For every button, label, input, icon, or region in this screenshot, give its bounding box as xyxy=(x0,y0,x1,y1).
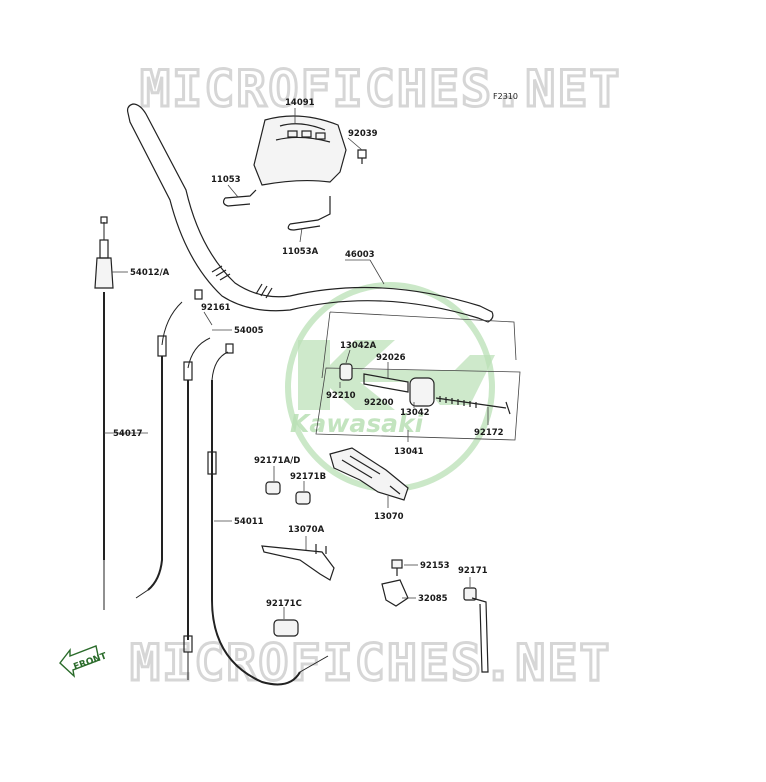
front-arrow-icon: FRONT xyxy=(59,645,109,678)
label-13070: 13070 xyxy=(374,512,404,522)
label-92161: 92161 xyxy=(201,303,231,313)
bracket-11053 xyxy=(222,189,257,207)
label-14091: 14091 xyxy=(285,98,315,108)
label-92026: 92026 xyxy=(376,353,406,363)
bracket-13070a xyxy=(261,544,335,581)
label-92210: 92210 xyxy=(326,391,356,401)
label-13070a: 13070A xyxy=(288,525,325,535)
label-11053a: 11053A xyxy=(282,247,319,257)
label-92171b: 92171B xyxy=(290,472,326,482)
figure-code: F2310 xyxy=(493,92,518,101)
label-92039: 92039 xyxy=(348,129,378,139)
label-32085: 32085 xyxy=(418,594,448,604)
label-13041: 13041 xyxy=(394,447,424,457)
clamp-92171ad xyxy=(265,481,281,495)
handlebar-cover xyxy=(253,115,347,186)
label-92171: 92171 xyxy=(458,566,488,576)
logo-brand: Kawasaki xyxy=(290,409,424,438)
label-11053: 11053 xyxy=(211,175,241,185)
handlebar-46003 xyxy=(126,103,494,323)
sleeve-13042a xyxy=(339,363,353,381)
bolt-92153 xyxy=(391,559,403,576)
spacer-92026 xyxy=(363,373,409,393)
label-54011: 54011 xyxy=(234,517,264,527)
label-92171ad: 92171A/D xyxy=(254,456,300,466)
clamp-92171c xyxy=(273,619,299,637)
cable-54011 xyxy=(207,343,329,686)
bracket-32085 xyxy=(381,579,409,607)
weight-13042 xyxy=(409,377,435,407)
label-92200: 92200 xyxy=(364,398,394,408)
throttle-assembly xyxy=(315,311,521,441)
cable-54012a xyxy=(94,216,114,610)
housing-13070 xyxy=(329,447,409,501)
label-13042a: 13042A xyxy=(340,341,377,351)
bolt-92172 xyxy=(435,396,511,415)
bracket-11053a xyxy=(287,196,331,231)
watermark-top: MICROFICHES.NET xyxy=(140,60,622,118)
bolt-92039 xyxy=(357,149,367,164)
label-13042: 13042 xyxy=(400,408,430,418)
label-92153: 92153 xyxy=(420,561,450,571)
cable-54005 xyxy=(135,289,203,599)
label-92172: 92172 xyxy=(474,428,504,438)
cable-center xyxy=(183,337,211,680)
strap-92171 xyxy=(463,587,489,673)
label-92171c: 92171C xyxy=(266,599,302,609)
watermark-bottom: MICROFICHES.NET xyxy=(130,634,612,692)
label-54017: 54017 xyxy=(113,429,143,439)
label-54005: 54005 xyxy=(234,326,264,336)
clamp-92171b xyxy=(295,491,311,505)
label-46003: 46003 xyxy=(345,250,375,260)
label-54012a: 54012/A xyxy=(130,268,170,278)
